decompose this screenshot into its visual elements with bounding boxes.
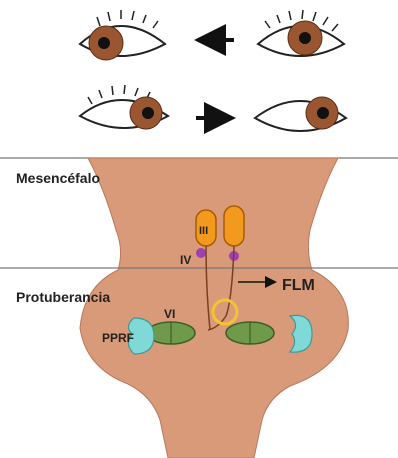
label-protuberancia: Protuberancia [16, 289, 110, 305]
pupil [299, 32, 311, 44]
right-eye-looking-left [258, 10, 344, 56]
label-vi: VI [164, 307, 175, 321]
eye-row-left-gaze [80, 10, 344, 60]
label-mesencefalo: Mesencéfalo [16, 170, 100, 186]
label-iii: III [199, 225, 208, 237]
label-pprf: PPRF [102, 331, 134, 345]
pupil [142, 107, 154, 119]
label-flm: FLM [282, 277, 315, 294]
pupil [98, 37, 110, 49]
eye-row-right-gaze [80, 85, 346, 131]
left-eye-looking-right [80, 85, 168, 129]
label-iv: IV [180, 253, 191, 267]
right-eye-looking-right [255, 97, 346, 131]
left-eye-looking-left [80, 10, 165, 60]
pupil [317, 107, 329, 119]
